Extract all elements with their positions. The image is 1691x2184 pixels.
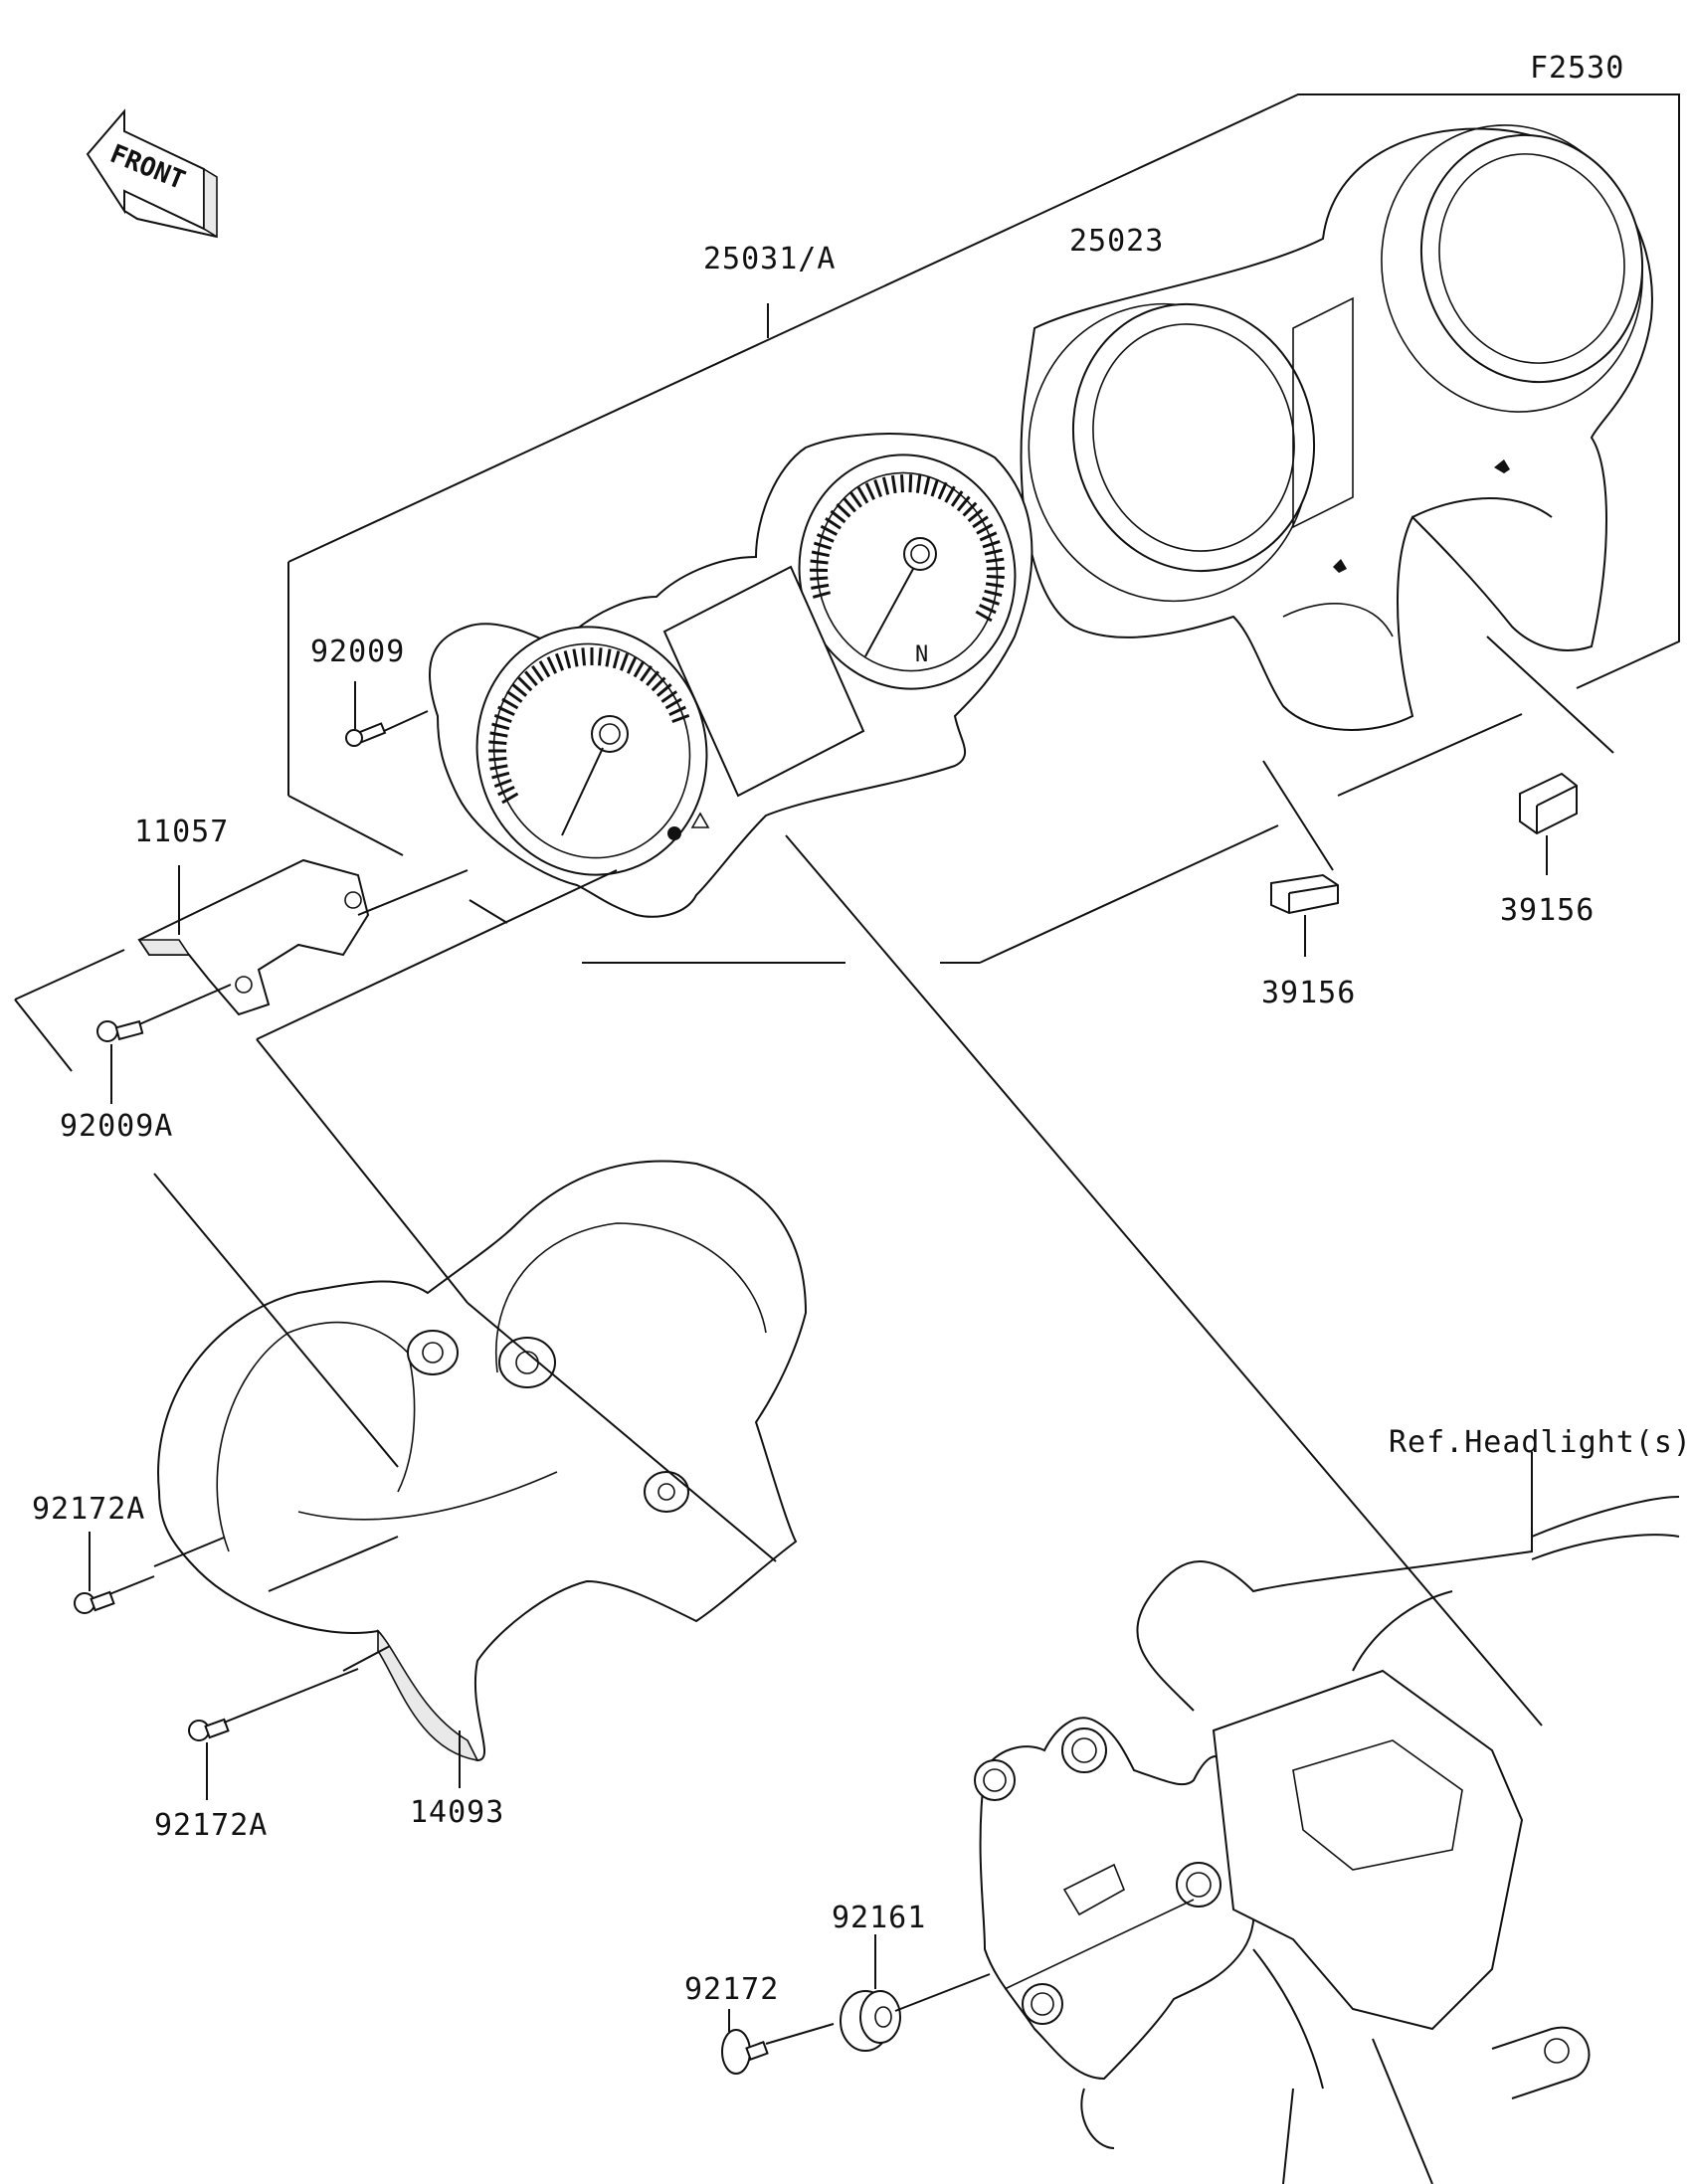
label-25031a: 25031/A — [703, 242, 836, 276]
label-92172a-bottom: 92172A — [154, 1808, 268, 1843]
bracket-11057 — [137, 858, 469, 1016]
label-92009: 92009 — [310, 635, 405, 669]
meter-housing — [153, 1160, 808, 1762]
neutral-indicator-glyph: N — [915, 642, 928, 667]
indicator-dot — [667, 826, 681, 840]
label-92172: 92172 — [684, 1972, 779, 2007]
front-arrow-icon: FRONT — [86, 108, 218, 239]
label-14093: 14093 — [410, 1795, 504, 1830]
headlight-reference — [1136, 1452, 1680, 1712]
pad-39156-center — [1262, 760, 1339, 957]
label-92172a-left: 92172A — [32, 1492, 145, 1527]
housing-leaders — [153, 834, 1543, 1727]
label-39156-right: 39156 — [1500, 893, 1595, 928]
screw-92172 — [721, 2009, 835, 2075]
label-92009a: 92009A — [60, 1109, 173, 1144]
label-92161: 92161 — [832, 1901, 926, 1935]
headlight-stay — [974, 1669, 1591, 2184]
screw-92172a-bottom — [188, 1668, 359, 1800]
figure-code: F2530 — [1530, 51, 1624, 86]
label-11057: 11057 — [134, 815, 229, 849]
label-39156-center: 39156 — [1261, 976, 1356, 1010]
label-25023: 25023 — [1069, 224, 1164, 259]
meter-cover — [1020, 124, 1653, 731]
assembly-outline — [287, 93, 1680, 964]
label-ref-headlight: Ref.Headlight(s) — [1389, 1425, 1691, 1460]
speedometer-ticks — [809, 474, 1005, 623]
screw-92172a-left — [74, 1532, 155, 1614]
screw-92009 — [345, 681, 429, 747]
meter-assembly: N — [429, 433, 1033, 918]
screw-92009a — [14, 949, 232, 1104]
tachometer-ticks — [488, 647, 690, 805]
pad-39156-right — [1486, 636, 1614, 875]
grommet-92161 — [840, 1934, 991, 2052]
